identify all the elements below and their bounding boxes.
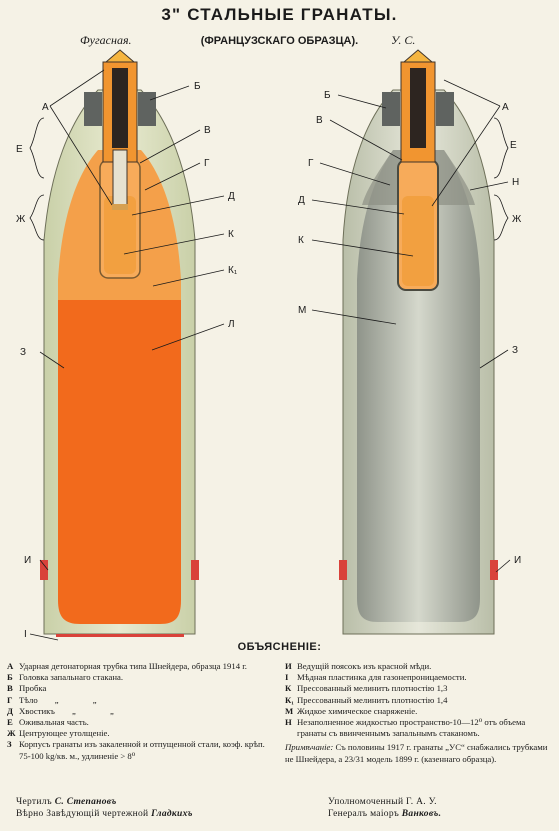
- page-subtitle: (ФРАНЦУЗСКАГО ОБРАЗЦА).: [200, 35, 359, 47]
- label-v-right: В: [316, 115, 323, 126]
- general-name: Ванковъ.: [401, 809, 442, 819]
- label-g-right: Г: [308, 158, 314, 169]
- label-a-right: А: [502, 102, 509, 113]
- label-d-left: Д: [228, 191, 235, 202]
- left-adapter-b2: [84, 92, 102, 126]
- right-driving-band: [339, 560, 347, 580]
- label-g-left: Г: [204, 158, 210, 169]
- right-leader-lines: [311, 79, 511, 573]
- label-k-left: К: [228, 229, 234, 240]
- left-adapter-b: [138, 92, 156, 126]
- signature-right: Уполномоченный Г. А. У. Генералъ маіоръ …: [328, 797, 442, 819]
- legend-title: ОБЪЯСНЕНІЕ:: [237, 641, 322, 653]
- left-fuse-tip: [104, 49, 136, 63]
- label-v-left: В: [204, 125, 211, 136]
- page-title: 3" СТАЛЬНЫЕ ГРАНАТЫ.: [161, 5, 398, 24]
- label-n-right: Н: [512, 177, 519, 188]
- note-text: Съ половины 1917 г. гранаты „УС“ снабжал…: [285, 742, 548, 764]
- left-plate: [112, 204, 128, 210]
- right-shell-caption: У. С.: [391, 33, 416, 47]
- left-shell-caption: Фугасная.: [80, 33, 132, 47]
- label-b-right: Б: [324, 90, 331, 101]
- label-l-left: Л: [228, 319, 235, 330]
- left-leader-lines: [29, 69, 225, 641]
- left-shell: [40, 49, 199, 637]
- label-e-right: Е: [510, 140, 517, 151]
- right-adapter-b: [382, 92, 400, 126]
- right-adapter-b2: [436, 92, 454, 126]
- right-fuse-tip: [402, 49, 434, 63]
- left-tail: [112, 149, 128, 207]
- left-explosive-k1: [58, 300, 181, 624]
- left-driving-band-r: [191, 560, 199, 580]
- left-fuse-core: [112, 68, 128, 148]
- right-driving-band-r: [490, 560, 498, 580]
- signature-left: Чертилъ С. Степановъ Вѣрно Завѣдующій че…: [16, 797, 193, 819]
- label-z-left: З: [20, 347, 26, 358]
- legend-note: Примѣчаніе: Съ половины 1917 г. гранаты …: [285, 742, 553, 764]
- left-copper-plate: [56, 634, 184, 637]
- label-k-right: К: [298, 235, 304, 246]
- label-zh-left: Ж: [16, 214, 26, 225]
- label-e-left: Е: [16, 144, 23, 155]
- right-fuse-core: [410, 68, 426, 148]
- label-a-left: А: [42, 102, 49, 113]
- note-label: Примѣчаніе:: [285, 742, 334, 753]
- right-booster-charge: [402, 196, 434, 286]
- label-m-right: М: [298, 305, 306, 316]
- label-i-right: И: [514, 555, 521, 566]
- label-z-right: З: [512, 345, 518, 356]
- drafter-name: С. Степановъ: [54, 797, 117, 807]
- label-i1-left: I: [24, 629, 27, 640]
- label-zh-right: Ж: [512, 214, 522, 225]
- label-i-left: И: [24, 555, 31, 566]
- label-k1-left: К₁: [228, 265, 238, 276]
- label-b-left: Б: [194, 81, 201, 92]
- shell-cross-sections: А Б В Г Д К К₁ Л З И I Е Ж Б В Г Д К М А…: [16, 49, 522, 641]
- right-chemical-m: [357, 150, 480, 622]
- right-shell: [339, 49, 498, 635]
- label-d-right: Д: [298, 195, 305, 206]
- left-driving-band: [40, 560, 48, 580]
- supervisor-name: Гладкихъ: [151, 809, 193, 819]
- left-booster-charge: [104, 196, 136, 274]
